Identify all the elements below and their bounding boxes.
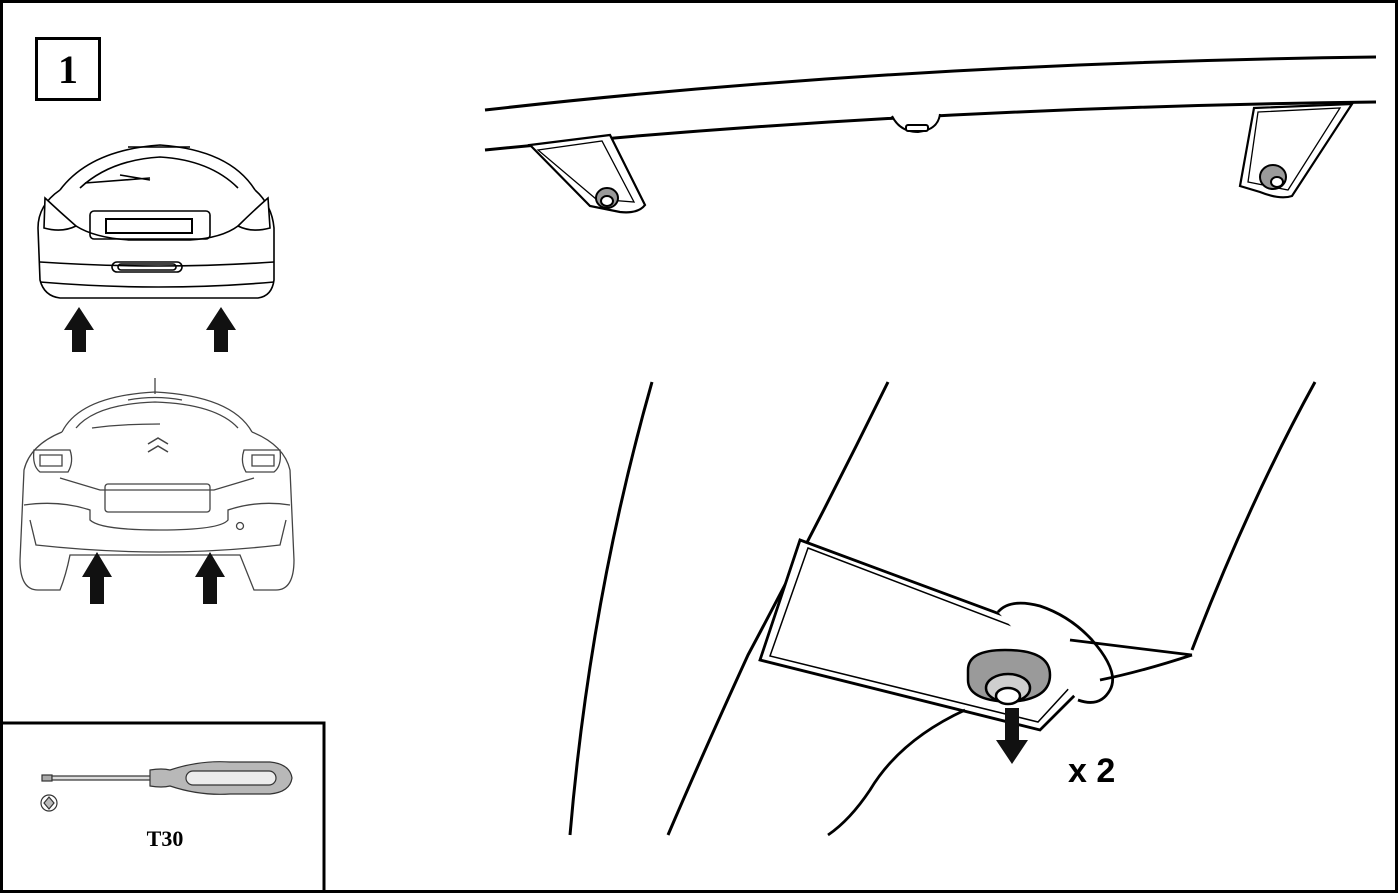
suv-rear-view bbox=[19, 378, 295, 591]
zoom-detail bbox=[568, 381, 1317, 836]
left-bracket bbox=[527, 133, 647, 214]
torx-screwdriver-icon bbox=[40, 761, 293, 812]
bumper-overview bbox=[484, 55, 1377, 152]
right-bracket bbox=[1238, 102, 1355, 199]
up-arrow-icon bbox=[82, 552, 112, 604]
hatchback-rear-view bbox=[37, 144, 275, 299]
down-arrow-icon bbox=[996, 708, 1028, 764]
quantity-label: x 2 bbox=[1068, 752, 1116, 790]
screw-icon bbox=[1259, 164, 1287, 190]
hatchback-arrows bbox=[64, 307, 236, 352]
up-arrow-icon bbox=[195, 552, 225, 604]
zoom-screw-icon bbox=[966, 648, 1052, 706]
center-clip bbox=[891, 113, 941, 134]
tool-label: T30 bbox=[146, 826, 184, 851]
up-arrow-icon bbox=[206, 307, 236, 352]
up-arrow-icon bbox=[64, 307, 94, 352]
step-number: 1 bbox=[35, 37, 101, 101]
suv-arrows bbox=[82, 552, 225, 604]
tool-inset-border bbox=[3, 721, 326, 891]
screw-icon bbox=[595, 187, 619, 209]
